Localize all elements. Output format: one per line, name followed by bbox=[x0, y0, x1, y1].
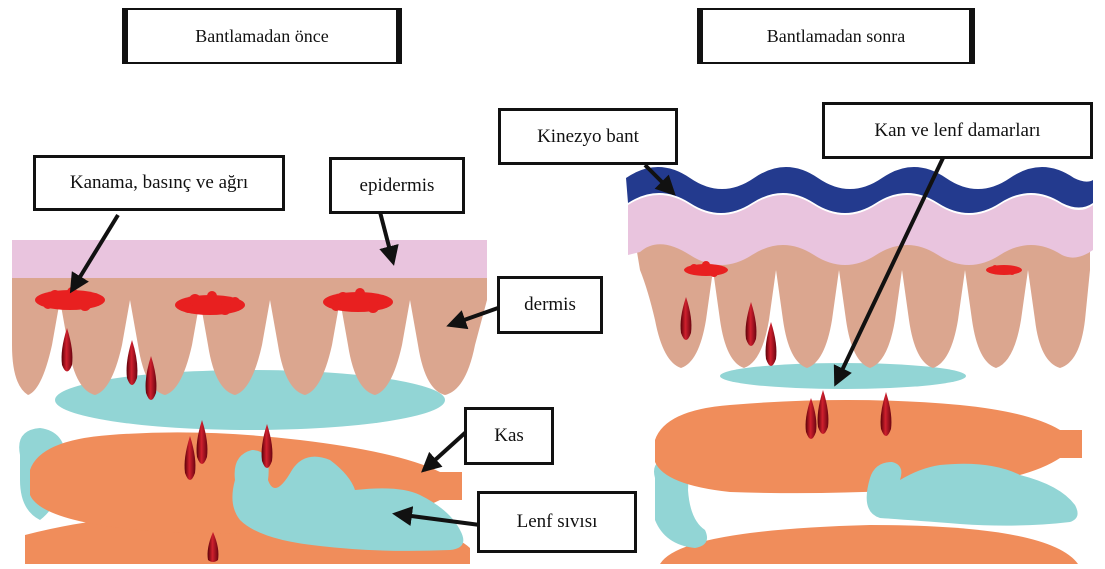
tape-label-box: Kinezyo bant bbox=[498, 108, 678, 165]
lymph-label: Lenf sıvısı bbox=[517, 511, 598, 533]
epidermis-label-box: epidermis bbox=[329, 157, 465, 214]
bleeding-label-box: Kanama, basınç ve ağrı bbox=[33, 155, 285, 211]
tape-label: Kinezyo bant bbox=[537, 126, 639, 148]
title-before: Bantlamadan önce bbox=[195, 26, 328, 47]
lymph-fluid-right-2 bbox=[867, 462, 1078, 526]
vessels-label-box: Kan ve lenf damarları bbox=[822, 102, 1093, 159]
bleeding-label: Kanama, basınç ve ağrı bbox=[70, 172, 248, 194]
muscle-label: Kas bbox=[494, 425, 524, 447]
dermis-label-box: dermis bbox=[497, 276, 603, 334]
vessels-label: Kan ve lenf damarları bbox=[874, 120, 1040, 142]
after-panel bbox=[626, 158, 1093, 564]
muscle-label-box: Kas bbox=[464, 407, 554, 465]
bleeding-cluster-right-2 bbox=[986, 265, 1022, 275]
dermis-label: dermis bbox=[524, 294, 576, 316]
epidermis-label: epidermis bbox=[360, 175, 435, 197]
title-before-box: Bantlamadan önce bbox=[122, 8, 402, 64]
muscle-lower-right bbox=[660, 525, 1078, 564]
title-after-box: Bantlamadan sonra bbox=[697, 8, 975, 64]
lymph-label-box: Lenf sıvısı bbox=[477, 491, 637, 553]
title-after: Bantlamadan sonra bbox=[767, 26, 905, 47]
before-panel bbox=[12, 212, 498, 564]
